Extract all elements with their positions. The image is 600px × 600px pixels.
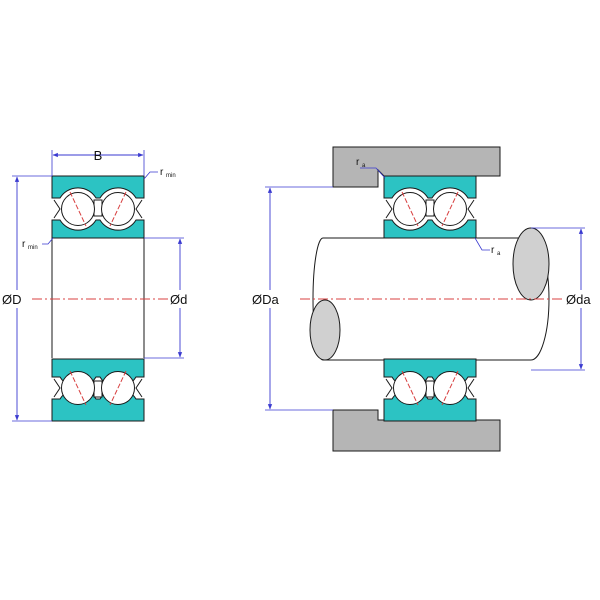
ra-bottom-leader: [474, 237, 490, 251]
da-shaft-label: Øda: [566, 292, 591, 307]
right-mounted-view: [300, 146, 562, 452]
left-bearing-top-section: [51, 175, 145, 239]
r-min-top-subscript: min: [166, 173, 176, 179]
ra-bottom-label: r: [491, 245, 495, 256]
ra-bottom-subscript: a: [497, 251, 501, 257]
b-label: B: [94, 148, 103, 163]
da-housing-label: ØDa: [252, 292, 280, 307]
ra-top-leader: [360, 167, 386, 179]
right-dimensions: [265, 167, 585, 411]
d-outer-label: ØD: [2, 292, 22, 307]
r-min-top-label: r: [160, 167, 164, 178]
shaft-right-end: [512, 227, 550, 301]
r-min-left-label: r: [22, 239, 26, 250]
ra-top-label: r: [356, 157, 360, 168]
left-dimensions: [12, 150, 184, 422]
ra-top-subscript: a: [362, 163, 366, 169]
r-min-left-subscript: min: [28, 245, 38, 251]
r-min-left-leader: [42, 237, 54, 245]
left-bearing-view: [32, 175, 170, 422]
d-bore-label: Ød: [170, 292, 187, 307]
left-bearing-bottom-section: [51, 358, 145, 422]
right-bearing-bottom-section: [383, 358, 477, 422]
shaft-left-end: [309, 299, 341, 361]
r-min-top-leader: [143, 171, 158, 180]
right-bearing-top-section: [383, 175, 477, 239]
